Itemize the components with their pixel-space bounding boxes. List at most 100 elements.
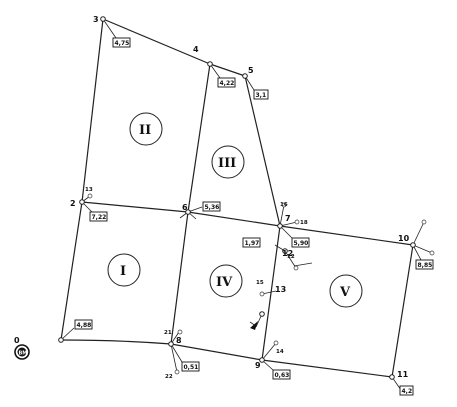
aux-point-10b [429, 250, 435, 256]
svg-text:0,51: 0,51 [184, 364, 199, 371]
leader-13 [261, 290, 277, 295]
value-box-9: 0,63 [272, 369, 291, 380]
parcel-labels: I II III IV V [107, 112, 363, 308]
boundary-9-11 [261, 359, 393, 378]
point-label-4: 4 [193, 45, 199, 54]
boundary-lines [60, 18, 414, 378]
leader-9a [261, 342, 277, 361]
svg-text:4,75: 4,75 [115, 40, 130, 47]
boundary-8-9 [170, 343, 263, 361]
vertex-5 [242, 73, 248, 79]
parcel-V: V [329, 274, 363, 308]
boundary-7-10 [279, 225, 414, 246]
svg-text:II: II [139, 123, 151, 138]
point-label-12: 12 [282, 249, 293, 258]
aux-label-13: 13 [85, 187, 93, 193]
value-box-4: 4,22 [217, 77, 236, 88]
aux-point-15 [259, 291, 265, 297]
aux-point-14 [273, 340, 279, 346]
boundary-6-7 [187, 211, 281, 227]
vertex-7 [277, 223, 283, 229]
vertex-10 [410, 242, 416, 248]
aux-point-16b [293, 265, 299, 271]
parcel-III: III [211, 145, 245, 179]
benchmark-label: BM [19, 351, 28, 357]
value-box-8: 0,51 [181, 361, 200, 372]
aux-label-14: 14 [276, 349, 284, 355]
aux-point-10a [421, 219, 427, 225]
boundary-0-8 [60, 339, 172, 345]
leader-7 [279, 225, 293, 239]
point-label-9: 9 [255, 361, 261, 370]
value-box-5: 3,1 [253, 89, 269, 100]
benchmark-symbol: BM [14, 344, 30, 360]
svg-text:4,2: 4,2 [402, 388, 413, 395]
value-box-11: 4,2 [399, 385, 414, 396]
boundary-10-11 [391, 244, 414, 378]
aux-label-18: 18 [300, 220, 308, 226]
svg-text:7,22: 7,22 [92, 214, 107, 221]
leader-10a [412, 221, 425, 246]
leader-3 [102, 18, 117, 39]
svg-text:1,97: 1,97 [245, 240, 260, 247]
parcel-I: I [107, 253, 141, 287]
vertex-9 [259, 357, 265, 363]
leader-7b [279, 204, 285, 227]
value-box-3: 4,75 [112, 37, 131, 48]
aux-points [87, 193, 435, 375]
point-label-6: 6 [182, 203, 188, 212]
boundary-0-2 [60, 201, 83, 341]
aux-label-16: 16 [280, 202, 288, 208]
svg-text:3,1: 3,1 [256, 92, 267, 99]
point-labels: 0 2 3 4 5 6 7 8 9 10 11 12 13 [14, 15, 410, 379]
svg-text:5,36: 5,36 [205, 204, 220, 211]
value-boxes: 4,75 4,22 3,1 5,36 7,22 5,90 1,97 8,85 [74, 37, 434, 396]
value-box-6: 5,36 [202, 201, 221, 212]
boundary-3-4 [102, 18, 211, 65]
point-label-13: 13 [275, 285, 286, 294]
boundary-2-3 [81, 18, 104, 203]
leader-4 [209, 63, 221, 79]
leader-7c [279, 221, 298, 227]
vertices [58, 16, 416, 380]
leader-10b [412, 244, 433, 254]
value-box-12: 1,97 [242, 237, 261, 248]
aux-point-21 [177, 329, 183, 335]
value-box-7: 5,90 [291, 237, 310, 248]
vertex-13 [259, 311, 265, 317]
leader-0 [60, 327, 75, 341]
svg-text:IV: IV [216, 275, 233, 290]
boundary-5-7 [244, 75, 281, 227]
aux-point-16 [281, 202, 287, 208]
svg-text:4,88: 4,88 [77, 322, 92, 329]
value-box-10: 8,85 [415, 259, 434, 270]
aux-point-22 [174, 369, 180, 375]
aux-labels: 13 12 21 22 16 18 15 14 [85, 187, 308, 380]
leader-8c [170, 343, 183, 363]
vertex-8 [168, 341, 174, 347]
vertex-0 [58, 337, 64, 343]
vertex-12 [282, 248, 288, 254]
vertex-11 [389, 374, 395, 380]
aux-label-22: 22 [165, 374, 173, 380]
boundary-4-6 [187, 63, 211, 213]
point-label-11: 11 [397, 370, 409, 379]
parcel-IV: IV [209, 264, 243, 298]
leader-10c [412, 244, 422, 261]
aux-label-15: 15 [256, 280, 264, 286]
svg-text:8,85: 8,85 [418, 262, 433, 269]
point-label-3: 3 [93, 15, 99, 24]
aux-point-13 [87, 193, 93, 199]
point-label-2: 2 [70, 199, 76, 208]
parcel-II: II [129, 112, 163, 146]
vertex-4 [207, 61, 213, 67]
svg-text:III: III [218, 156, 236, 171]
leader-16 [293, 262, 313, 267]
value-box-2: 7,22 [89, 211, 108, 222]
boundary-2-6 [81, 201, 189, 213]
svg-text:4,22: 4,22 [220, 80, 235, 87]
leader-12 [284, 250, 297, 269]
vertex-6 [185, 209, 191, 215]
svg-text:V: V [339, 285, 351, 300]
svg-text:5,90: 5,90 [294, 240, 309, 247]
